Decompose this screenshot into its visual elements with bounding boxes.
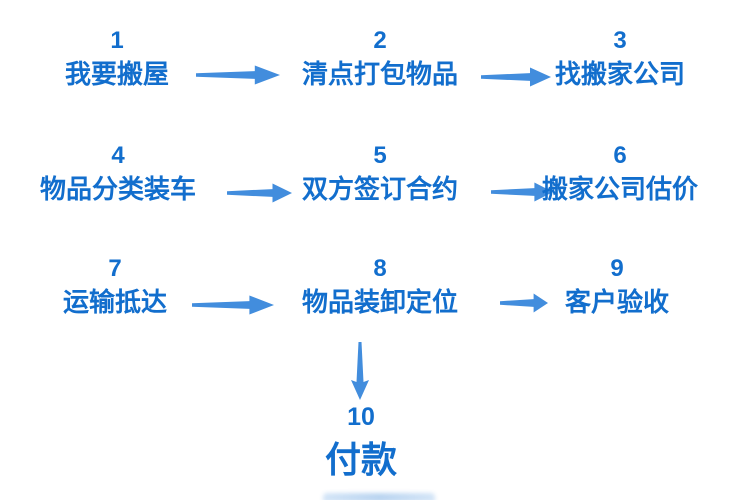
step-4-label: 物品分类装车: [39, 174, 196, 204]
step-9: 9 客户验收: [507, 254, 727, 318]
step-1-label: 我要搬屋: [64, 59, 169, 89]
step-6: 6 搬家公司估价: [510, 141, 730, 205]
step-8: 8 物品装卸定位: [270, 254, 490, 318]
step-5-label: 双方签订合约: [301, 174, 458, 204]
step-6-number: 6: [613, 142, 627, 169]
step-1: 1 我要搬屋: [7, 26, 227, 90]
step-8-number: 8: [373, 255, 387, 282]
arrow-down-icon-8-10: [347, 342, 373, 400]
step-5-number: 5: [373, 142, 387, 169]
step-2-number: 2: [373, 27, 387, 54]
step-6-label: 搬家公司估价: [541, 174, 698, 204]
step-3: 3 找搬家公司: [510, 26, 730, 90]
step-3-label: 找搬家公司: [554, 59, 685, 89]
step-5: 5 双方签订合约: [270, 141, 490, 205]
step-4-number: 4: [111, 142, 125, 169]
step-4: 4 物品分类装车: [8, 141, 228, 205]
arrow-right-icon-7-8: [192, 292, 274, 318]
step-1-number: 1: [110, 27, 124, 54]
step-7-label: 运输抵达: [62, 287, 167, 317]
arrow-right-icon-5-6: [491, 179, 553, 205]
step-3-number: 3: [613, 27, 627, 54]
cutoff-element-bottom: [323, 493, 435, 500]
arrow-right-icon-2-3: [481, 64, 551, 90]
arrow-right-icon-4-5: [227, 180, 292, 206]
step-10-label: 付款: [324, 439, 397, 480]
step-9-number: 9: [610, 255, 624, 282]
step-7: 7 运输抵达: [5, 254, 225, 318]
arrow-right-icon-1-2: [196, 62, 280, 88]
step-2-label: 清点打包物品: [301, 59, 458, 89]
step-8-label: 物品装卸定位: [301, 287, 458, 317]
step-2: 2 清点打包物品: [270, 26, 490, 90]
arrow-right-icon-8-9: [500, 290, 548, 316]
step-9-label: 客户验收: [564, 287, 669, 317]
step-10-number: 10: [347, 403, 375, 431]
step-7-number: 7: [108, 255, 122, 282]
step-10: 10 付款: [251, 402, 471, 482]
